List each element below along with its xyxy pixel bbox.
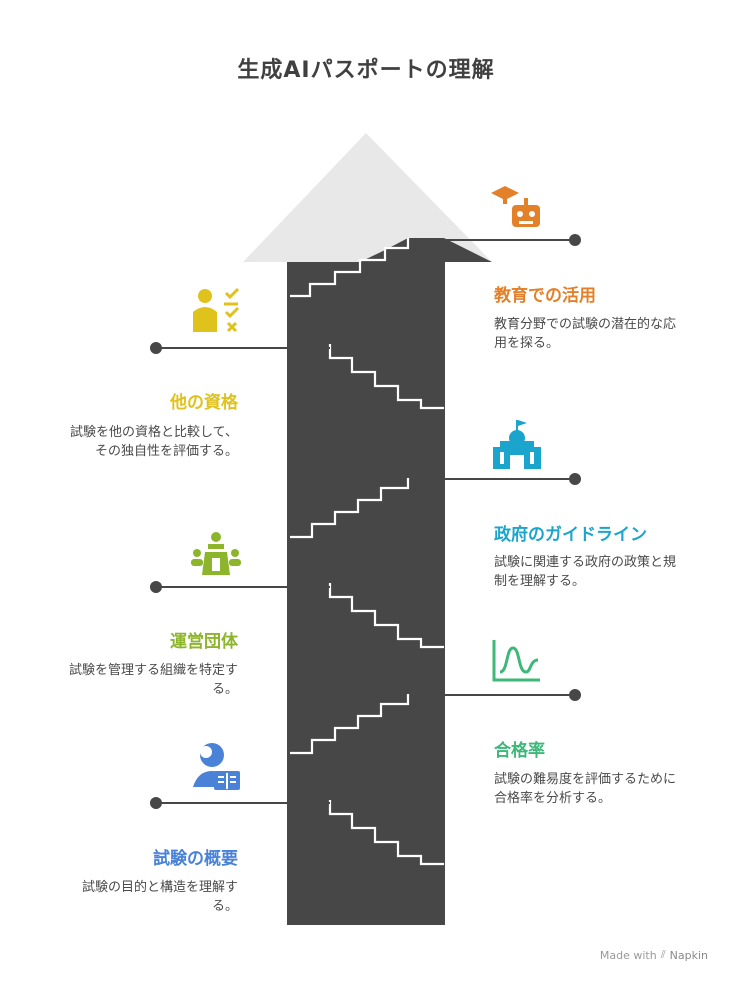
dot-3 (569, 473, 581, 485)
stairs-4 (328, 583, 444, 649)
napkin-logo-icon: ⫽ (660, 948, 666, 961)
stairs-3 (290, 478, 410, 539)
distribution-chart-icon (492, 640, 540, 682)
heading-education: 教育での活用 (494, 286, 596, 306)
napkin-brand-label: Napkin (669, 948, 708, 962)
stairs-5 (290, 694, 410, 755)
heading-operating-organization: 運営団体 (170, 632, 238, 652)
robot-graduation-icon (491, 186, 540, 227)
stairs-6 (328, 800, 444, 866)
description-exam-overview: 試験の目的と構造を理解する。 (81, 880, 238, 914)
government-building-icon (493, 420, 541, 469)
arrow-shaft (287, 262, 445, 925)
dot-5 (569, 689, 581, 701)
made-with-label: Made with (599, 948, 657, 962)
dot-6 (150, 797, 162, 809)
dot-4 (150, 581, 162, 593)
person-reading-icon (193, 743, 240, 790)
dot-2 (150, 342, 162, 354)
description-other-qualifications: 試験を他の資格と比較して、その独自性を評価する。 (70, 425, 238, 459)
description-government-guidelines: 試験に関連する政府の政策と規制を理解する。 (494, 555, 677, 589)
made-with-napkin-footer[interactable]: Made with ⫽ Napkin (600, 948, 708, 962)
meeting-table-icon (191, 532, 241, 575)
heading-other-qualifications: 他の資格 (170, 393, 238, 413)
connector-dots (150, 234, 581, 809)
arrow-steps-top (287, 238, 492, 298)
page-title: 生成AIパスポートの理解 (237, 58, 495, 83)
description-education: 教育分野での試験の潜在的な応用を探る。 (494, 317, 677, 351)
dot-1 (569, 234, 581, 246)
heading-exam-overview: 試験の概要 (153, 849, 238, 869)
heading-government-guidelines: 政府のガイドライン (494, 525, 647, 545)
person-checklist-icon (193, 287, 240, 333)
description-operating-organization: 試験を管理する組織を特定する。 (68, 663, 238, 697)
stairs-2 (328, 344, 444, 410)
stairs-1 (290, 238, 410, 298)
description-pass-rate: 試験の難易度を評価するために合格率を分析する。 (494, 772, 677, 806)
stair-lines (290, 238, 444, 866)
heading-pass-rate: 合格率 (494, 741, 545, 761)
connectors (156, 239, 575, 804)
